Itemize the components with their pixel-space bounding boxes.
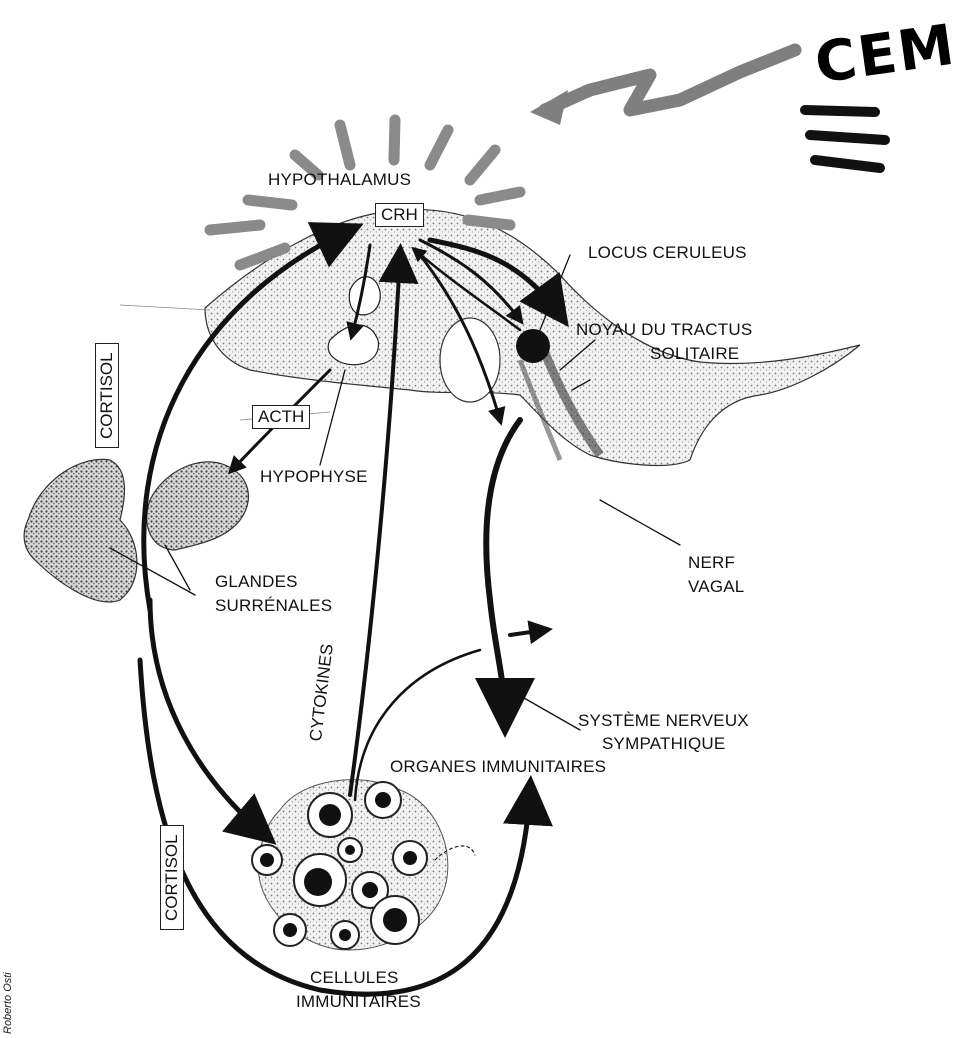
adrenal-gland-right — [147, 462, 249, 550]
arrow-sympathetic-side — [510, 630, 545, 635]
label-nerf-line2: VAGAL — [688, 577, 744, 597]
label-organes: ORGANES IMMUNITAIRES — [390, 757, 606, 777]
adrenal-gland-left — [24, 459, 137, 602]
label-cortisol-top: CORTISOL — [95, 343, 119, 448]
label-cellules-line2: IMMUNITAIRES — [296, 992, 421, 1012]
label-glandes-line2: SURRÉNALES — [215, 596, 332, 616]
immune-cells-cluster — [252, 780, 448, 950]
label-glandes-line1: GLANDES — [215, 572, 298, 592]
cem-lightning-arrow — [545, 50, 795, 110]
label-hypothalamus: HYPOTHALAMUS — [268, 170, 411, 190]
label-cortisol-bottom: CORTISOL — [160, 825, 184, 930]
arrow-sympathetic-system — [486, 420, 520, 720]
credit: Roberto Osti — [2, 972, 14, 1034]
arrow-adrenal-cells — [150, 600, 265, 835]
label-systeme-line2: SYMPATHIQUE — [602, 734, 725, 754]
label-noyau-line2: SOLITAIRE — [650, 344, 739, 364]
label-crh: CRH — [375, 203, 424, 227]
label-nerf-line1: NERF — [688, 553, 735, 573]
label-noyau-line1: NOYAU DU TRACTUS — [576, 320, 752, 340]
arrow-organs-to-cells — [355, 650, 480, 800]
label-locus-ceruleus: LOCUS CERULEUS — [588, 243, 747, 263]
locus-ceruleus-dot — [516, 329, 550, 363]
label-cellules-line1: CELLULES — [310, 968, 399, 988]
label-systeme-line1: SYSTÈME NERVEUX — [578, 711, 749, 731]
label-hypophyse: HYPOPHYSE — [260, 467, 368, 487]
label-acth: ACTH — [252, 405, 310, 429]
cem-bars-icon — [805, 110, 885, 168]
